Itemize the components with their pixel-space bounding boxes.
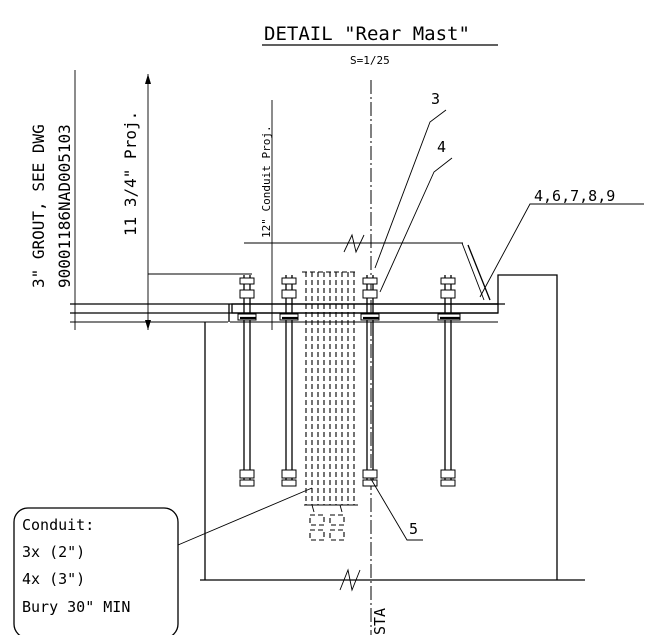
base-plate (231, 303, 499, 314)
anchor-bolt-1 (237, 275, 257, 487)
callout-3-leader (374, 109, 447, 269)
callout-5-leader (370, 478, 423, 541)
callout-46789-label: 4,6,7,8,9 (534, 187, 615, 205)
conduit-note-line1: Conduit: (22, 516, 94, 534)
grout-note-line2: 90001186NAD005103 (55, 124, 74, 288)
projection-arrow-bottom (145, 320, 151, 330)
callout-5-label: 5 (409, 520, 418, 538)
conduit-note-line2: 3x (2") (22, 543, 85, 561)
projection-arrow-top (145, 74, 151, 84)
callout-4-label: 4 (437, 138, 446, 156)
conduit-note-line3: 4x (3") (22, 570, 85, 588)
conduit-group (302, 271, 358, 541)
callout-3-label: 3 (431, 90, 440, 108)
anchor-bolt-3 (360, 275, 380, 487)
detail-title: DETAIL "Rear Mast" (264, 23, 470, 45)
conduit-note-leader (177, 487, 313, 546)
projection-dimension: 11 3/4" Proj. (121, 111, 140, 236)
anchor-bolt-2 (279, 275, 299, 487)
scale-label: S=1/25 (350, 54, 390, 67)
mast-weld-line (467, 244, 491, 301)
conduit-projection-dimension: 12" Conduit Proj. (260, 125, 273, 238)
break-symbol-top (343, 233, 365, 254)
anchor-bolt-4 (437, 275, 461, 487)
mast-profile-right (470, 274, 558, 580)
conduit-note-line4: Bury 30" MIN (22, 598, 130, 616)
callout-4-leader (379, 157, 453, 293)
conduit-note-box (13, 507, 179, 635)
break-symbol-bottom (339, 568, 361, 592)
grout-note-line1: 3" GROUT, SEE DWG (29, 124, 48, 288)
centerline-label: STA (371, 608, 389, 635)
callout-46789-leader (479, 203, 644, 298)
mast-weld-line-2 (461, 242, 485, 301)
